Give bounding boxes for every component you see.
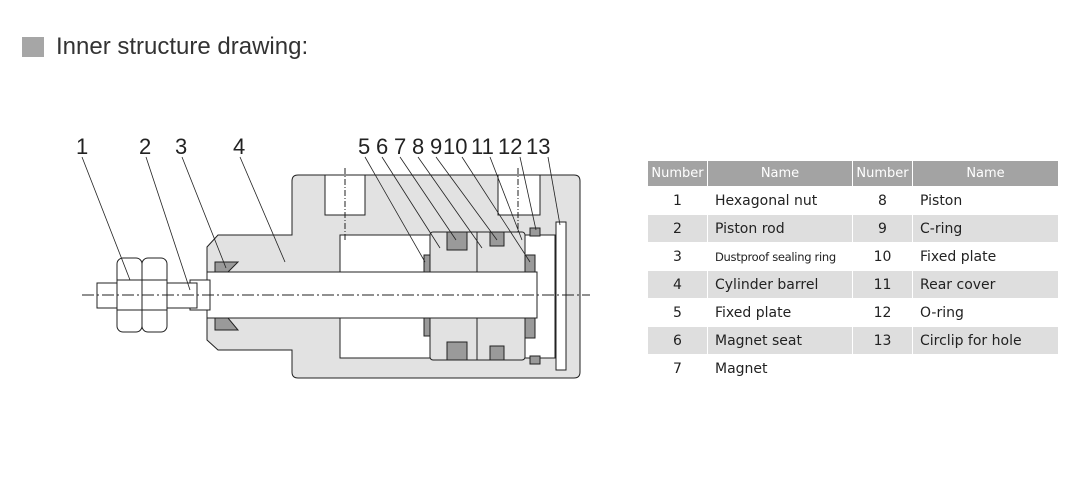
cell-number: 1	[648, 186, 708, 215]
cell-number: 11	[852, 270, 913, 299]
cell-number: 12	[852, 298, 913, 327]
callout-6: 6	[376, 134, 388, 159]
header-name-2: Name	[912, 161, 1059, 187]
cell-name: C-ring	[912, 214, 1059, 243]
callout-numbers: 1 2 3 4 5 6 7 8 9 10 11 12 13	[76, 134, 550, 159]
callout-11: 11	[471, 134, 494, 159]
cell-name: O-ring	[912, 298, 1059, 327]
section-title: Inner structure drawing:	[22, 33, 308, 61]
cylinder-cross-section-drawing: 1 2 3 4 5 6 7 8 9 10 11 12 13	[76, 134, 590, 379]
cell-number: 6	[648, 326, 708, 355]
callout-5: 5	[358, 134, 370, 159]
callout-2: 2	[139, 134, 151, 159]
header-number-1: Number	[648, 161, 708, 187]
cell-number: 9	[852, 214, 913, 243]
cell-name	[912, 354, 1059, 382]
cell-number: 8	[852, 186, 913, 215]
callout-3: 3	[175, 134, 187, 159]
cell-number: 10	[852, 242, 913, 271]
cell-number: 3	[648, 242, 708, 271]
cell-name: Hexagonal nut	[707, 186, 853, 215]
cell-number: 13	[852, 326, 913, 355]
cell-number	[852, 354, 913, 382]
title-text: Inner structure drawing:	[56, 33, 309, 60]
cell-number: 5	[648, 298, 708, 327]
cell-name: Piston	[912, 186, 1059, 215]
header-name-1: Name	[707, 161, 853, 187]
cell-name: Magnet seat	[707, 326, 853, 355]
header-number-2: Number	[852, 161, 913, 187]
callout-4: 4	[233, 134, 245, 159]
callout-7: 7	[394, 134, 406, 159]
cell-number: 2	[648, 214, 708, 243]
cell-number: 7	[648, 354, 708, 382]
callout-10: 10	[443, 134, 467, 159]
callout-13: 13	[526, 134, 550, 159]
callout-1: 1	[76, 134, 88, 159]
leader-lines	[81, 156, 561, 291]
cell-name: Dustproof sealing ring	[707, 242, 853, 271]
table-header: Number Name Number Name	[648, 161, 1059, 187]
title-bullet-square	[22, 37, 44, 57]
circlip	[555, 221, 567, 371]
cell-name: Rear cover	[912, 270, 1059, 299]
cell-name: Fixed plate	[707, 298, 853, 327]
cell-name: Magnet	[707, 354, 853, 382]
callout-8: 8	[412, 134, 424, 159]
cell-name: Circlip for hole	[912, 326, 1059, 355]
callout-9: 9	[430, 134, 442, 159]
cell-number: 4	[648, 270, 708, 299]
cell-name: Piston rod	[707, 214, 853, 243]
cell-name: Fixed plate	[912, 242, 1059, 271]
cell-name: Cylinder barrel	[707, 270, 853, 299]
dust-seal	[214, 261, 240, 331]
callout-12: 12	[498, 134, 522, 159]
